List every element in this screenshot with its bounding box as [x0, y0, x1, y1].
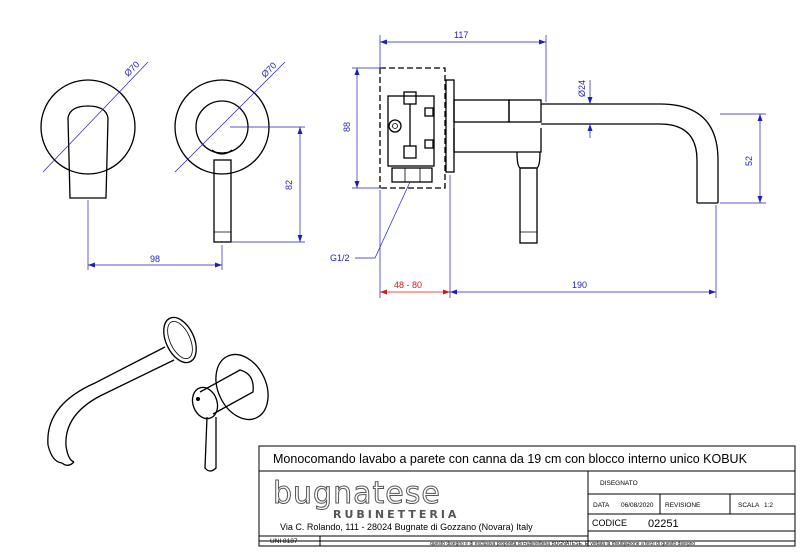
codice-value: 02251: [648, 518, 679, 530]
dim-98: 98: [150, 254, 160, 264]
dim-thread: G1/2: [330, 253, 350, 263]
diameter-line-2: [174, 61, 286, 173]
front-view-spout: [40, 79, 136, 199]
dim-diameter-1: Ø70: [122, 59, 141, 78]
dim-52: 52: [744, 156, 754, 166]
scala-value: 1:2: [764, 502, 773, 509]
front-view-mixer: [174, 79, 270, 243]
revisione-label: REVISIONE: [665, 502, 701, 509]
leader-g12: [374, 181, 411, 259]
side-view-body: [379, 67, 719, 244]
uni-standard: UNI 8187: [270, 538, 298, 545]
data-value: 06/08/2020: [621, 502, 654, 509]
dim-82: 82: [284, 180, 294, 190]
dim-diameter-2: Ø70: [259, 60, 278, 79]
diameter-line-1: [42, 61, 149, 173]
data-label: DATA: [593, 502, 610, 509]
codice-label: CODICE: [592, 518, 627, 528]
scala-label: SCALA: [738, 502, 760, 509]
drawing-title: Monocomando lavabo a parete con canna da…: [273, 452, 748, 466]
dim-diameter-24: Ø24: [577, 80, 587, 97]
company-address: Via C. Rolando, 111 - 28024 Bugnate di G…: [280, 522, 533, 532]
dim-190: 190: [572, 280, 587, 290]
brand-logo: bugnatese: [273, 476, 441, 511]
disclaimer: questo disegno è di esclusiva proprietà …: [430, 541, 695, 547]
disegnato-label: DISEGNATO: [600, 480, 638, 487]
dim-117: 117: [454, 30, 468, 40]
dim-range: 48 - 80: [394, 280, 422, 290]
isometric-view: [47, 316, 269, 472]
brand-subtitle: RUBINETTERIA: [333, 508, 459, 521]
title-block: [258, 445, 796, 547]
dim-88: 88: [342, 122, 352, 132]
